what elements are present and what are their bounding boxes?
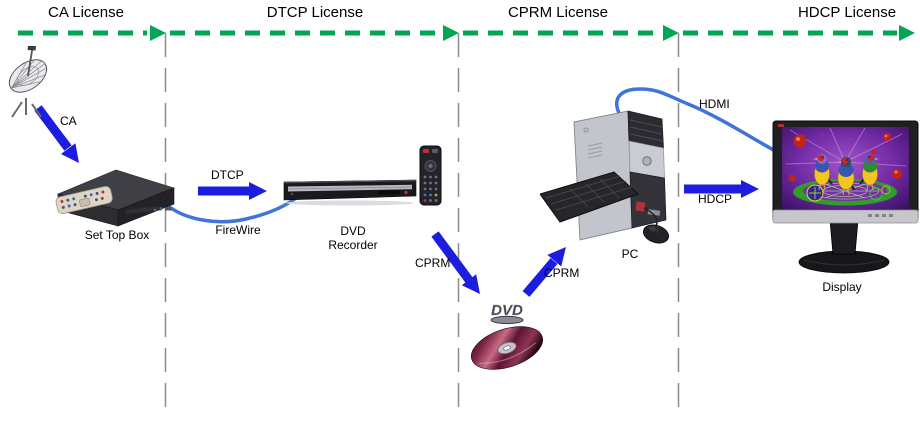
firewire-cable [166,196,298,224]
dvd-recorder-label-line1: DVD [340,224,366,238]
dtcp-arrow [198,182,267,200]
section-title-hdcp: HDCP License [797,4,897,21]
cprm-arrow-in [431,231,480,294]
section-divider-line [164,33,680,418]
hdcp-link-label: HDCP [698,192,733,206]
satellite-dish-icon [8,46,48,118]
dvd-recorder-label-line2: Recorder [328,238,378,252]
ca-arrow [34,105,79,163]
bird-figures [813,154,879,196]
dvd-recorder-label: DVD Recorder [313,224,393,252]
dvd-disc-icon: DVD [471,302,543,370]
pc-icon [540,110,670,244]
dvd-logo-text: DVD [491,302,523,319]
pc-label: PC [621,247,639,261]
dtcp-link-label: DTCP [211,168,244,182]
cprm-out-link-label: CPRM [544,266,580,280]
set-top-box-label: Set Top Box [84,228,150,242]
set-top-box-icon [55,169,175,227]
ca-link-label: CA [60,114,77,128]
section-title-dtcp: DTCP License [266,4,364,21]
cprm-arrow-out [522,247,566,297]
display-label: Display [822,280,862,294]
mouse-icon [642,207,670,244]
display-screen-image [782,127,909,209]
hdmi-link-label: HDMI [699,97,730,111]
section-title-cprm: CPRM License [507,4,609,21]
section-title-ca: CA License [48,4,124,21]
stb-remote-icon [55,185,113,214]
dvd-recorder-icon [283,179,417,206]
hdmi-cable [615,87,781,155]
hdcp-arrow [684,180,759,198]
recorder-remote-icon [419,145,442,206]
firewire-link-label: FireWire [215,223,261,237]
display-icon [772,120,919,274]
timeline-arrowhead-icon [150,25,915,41]
keyboard-icon [540,171,639,223]
cprm-in-link-label: CPRM [415,256,451,270]
